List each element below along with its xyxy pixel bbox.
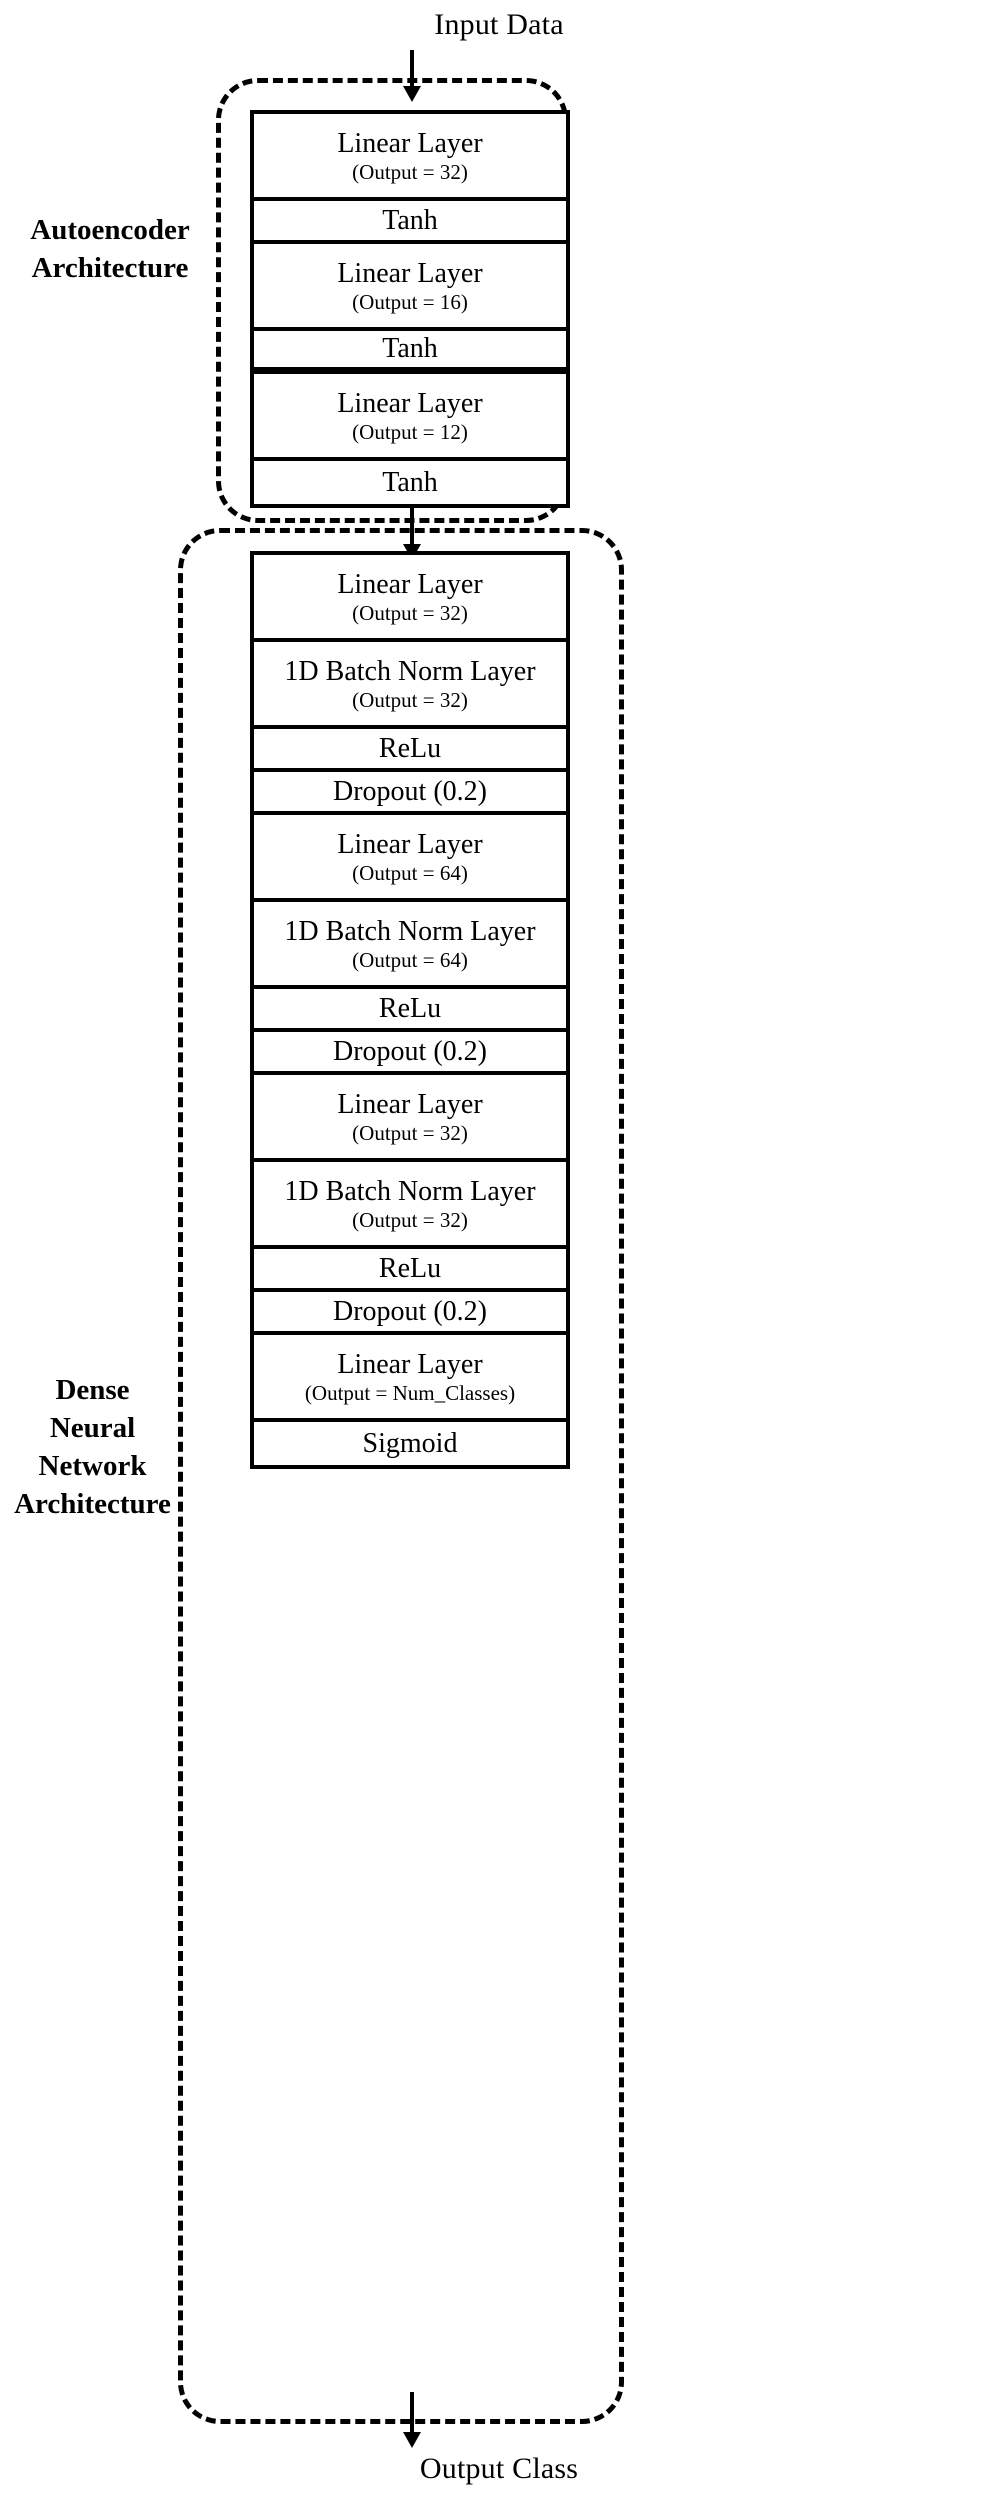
layer-title: ReLu xyxy=(378,732,442,764)
autoencoder-label-line-1: Autoencoder xyxy=(30,214,190,246)
layer-subtitle: (Output = 64) xyxy=(352,947,468,972)
layer-block: Dropout (0.2) xyxy=(254,772,566,815)
dense-label-line-2: Neural xyxy=(49,1412,136,1444)
layer-title: Tanh xyxy=(382,204,438,236)
dense-label-line-3: Network xyxy=(38,1450,147,1482)
layer-block: Tanh xyxy=(254,331,566,374)
autoencoder-label-line-2: Architecture xyxy=(31,252,189,284)
autoencoder-group-label: Autoencoder Architecture xyxy=(0,211,220,287)
layer-subtitle: (Output = 32) xyxy=(352,687,468,712)
layer-block: Tanh xyxy=(254,461,566,504)
layer-title: ReLu xyxy=(378,992,442,1024)
layer-subtitle: (Output = 16) xyxy=(352,289,468,314)
layer-block: Sigmoid xyxy=(254,1422,566,1465)
layer-title: 1D Batch Norm Layer xyxy=(284,915,536,947)
dense-network-group-container xyxy=(178,528,624,2424)
layer-block: Dropout (0.2) xyxy=(254,1292,566,1335)
layer-title: Dropout (0.2) xyxy=(333,1295,487,1327)
layer-block: Dropout (0.2) xyxy=(254,1032,566,1075)
layer-block: ReLu xyxy=(254,1249,566,1292)
layer-title: Tanh xyxy=(382,466,438,498)
layer-subtitle: (Output = 32) xyxy=(352,159,468,184)
layer-title: Linear Layer xyxy=(337,828,483,860)
layer-subtitle: (Output = Num_Classes) xyxy=(304,1380,516,1405)
layer-block: Linear Layer (Output = 12) xyxy=(254,374,566,461)
layer-subtitle: (Output = 32) xyxy=(352,1120,468,1145)
layer-subtitle: (Output = 12) xyxy=(352,419,468,444)
layer-title: Dropout (0.2) xyxy=(333,775,487,807)
output-class-label: Output Class xyxy=(419,2452,579,2485)
dense-label-line-4: Architecture xyxy=(14,1488,171,1520)
layer-subtitle: (Output = 32) xyxy=(352,1207,468,1232)
layer-block: 1D Batch Norm Layer (Output = 32) xyxy=(254,642,566,729)
layer-block: Linear Layer (Output = 64) xyxy=(254,815,566,902)
layer-title: Linear Layer xyxy=(337,1088,483,1120)
autoencoder-layer-stack: Linear Layer (Output = 32) Tanh Linear L… xyxy=(250,110,570,508)
layer-block: Linear Layer (Output = Num_Classes) xyxy=(254,1335,566,1422)
arrow-head xyxy=(403,86,421,102)
dense-network-group-label: Dense Neural Network Architecture xyxy=(0,1371,185,1523)
layer-title: Linear Layer xyxy=(337,387,483,419)
layer-title: ReLu xyxy=(378,1252,442,1284)
arrow-shaft xyxy=(410,2392,414,2434)
input-data-label: Input Data xyxy=(434,8,564,41)
arrow-shaft xyxy=(410,50,414,88)
layer-block: Linear Layer (Output = 16) xyxy=(254,244,566,331)
layer-block: Linear Layer (Output = 32) xyxy=(254,114,566,201)
layer-block: 1D Batch Norm Layer (Output = 64) xyxy=(254,902,566,989)
layer-block: ReLu xyxy=(254,729,566,772)
layer-block: Linear Layer (Output = 32) xyxy=(254,1075,566,1162)
layer-title: 1D Batch Norm Layer xyxy=(284,1175,536,1207)
layer-title: 1D Batch Norm Layer xyxy=(284,655,536,687)
layer-title: Linear Layer xyxy=(337,1348,483,1380)
layer-subtitle: (Output = 64) xyxy=(352,860,468,885)
layer-title: Linear Layer xyxy=(337,127,483,159)
layer-block: 1D Batch Norm Layer (Output = 32) xyxy=(254,1162,566,1249)
layer-block: ReLu xyxy=(254,989,566,1032)
layer-title: Tanh xyxy=(382,333,438,364)
layer-title: Linear Layer xyxy=(337,257,483,289)
layer-block: Tanh xyxy=(254,201,566,244)
layer-block: Linear Layer (Output = 32) xyxy=(254,555,566,642)
layer-title: Sigmoid xyxy=(362,1427,458,1459)
arrow-head xyxy=(403,2432,421,2448)
arrow-shaft xyxy=(410,508,414,546)
dense-label-line-1: Dense xyxy=(55,1374,130,1406)
layer-title: Dropout (0.2) xyxy=(333,1035,487,1067)
layer-subtitle: (Output = 32) xyxy=(352,600,468,625)
layer-title: Linear Layer xyxy=(337,568,483,600)
output-arrow-icon xyxy=(403,2392,421,2448)
dense-network-layer-stack: Linear Layer (Output = 32) 1D Batch Norm… xyxy=(250,551,570,1469)
input-arrow-icon xyxy=(403,50,421,102)
